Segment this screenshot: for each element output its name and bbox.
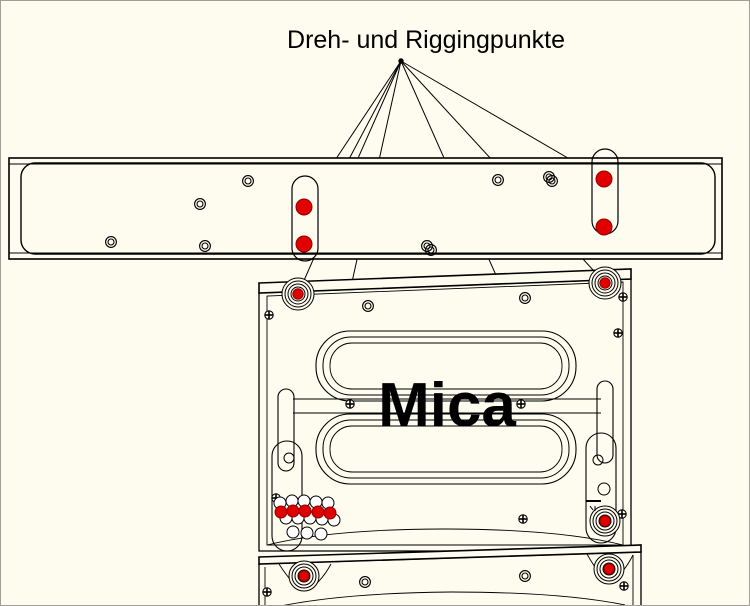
cabinet-bottom-right-rig-point-ring-2 <box>595 511 615 531</box>
mica-loudspeaker-cabinet <box>258 266 632 552</box>
lower-screw-0 <box>261 586 273 598</box>
cabinet-bottom-right-rig-point-red-center <box>599 515 611 527</box>
upper-handle-grip <box>329 342 563 390</box>
pin-red-3 <box>311 505 325 519</box>
right-bracket-hole-lower <box>597 482 611 496</box>
cabinet-top-left-rig-point-ring-1 <box>284 280 312 308</box>
cabinet-top-face <box>258 268 632 294</box>
frame-red-marker-2 <box>595 170 613 188</box>
bracket-connector-marks <box>586 500 601 511</box>
upper-handle-inner <box>322 336 570 396</box>
lower-left-rig-point-red-center <box>298 570 310 582</box>
lower-rigging-points <box>288 553 625 592</box>
right-rail <box>596 380 614 464</box>
lower-handle-grip <box>329 425 563 473</box>
lower-right-rig-point-ring-2 <box>599 559 619 579</box>
lower-right-rig-point-red-center <box>603 563 615 575</box>
cabinet-top-right-rig-point-ring-1 <box>591 269 619 297</box>
cabinet-top-left-rig-point-red-center <box>292 288 304 300</box>
cabinet-side-rails <box>277 380 614 472</box>
frame-red-marker-1 <box>295 235 313 253</box>
brand-label: Mica <box>378 371 516 440</box>
lower-right-rig-point-ring-1 <box>596 556 622 582</box>
lower-cabinet-section <box>258 544 642 605</box>
cabinet-top-right-rig-point-red-center <box>599 277 611 289</box>
pin-white-11 <box>300 526 314 540</box>
pin-red-2 <box>298 504 312 518</box>
lower-screw-1 <box>618 580 630 592</box>
cabinet-bottom-right-rig-point-ring-1 <box>592 508 618 534</box>
frame-inner-rect <box>20 162 716 255</box>
pin-white-10 <box>286 525 300 539</box>
pin-red-0 <box>274 505 288 519</box>
lower-cabinet-inner-panel <box>264 555 634 605</box>
cabinet-bottom-right-rig-point-ring-3 <box>598 514 612 528</box>
lower-left-rig-point-ring-3 <box>297 569 311 583</box>
page-title: Dreh- und Riggingpunkte <box>287 26 565 54</box>
cabinet-screw-0 <box>263 309 275 321</box>
lower-left-rig-point-ring-2 <box>294 566 314 586</box>
cabinet-handles <box>315 330 577 485</box>
lower-handle-outer <box>315 413 577 485</box>
cabinet-top-left-rig-point-ring-3 <box>290 286 306 302</box>
cabinet-screw-3 <box>517 513 529 525</box>
rigging-frame-bar <box>8 148 723 262</box>
lower-left-rig-point-ring-1 <box>291 563 317 589</box>
upper-handle-outer <box>315 330 577 402</box>
frame-red-marker-0 <box>295 198 313 216</box>
right-bracket-hole-upper <box>592 454 604 466</box>
cabinet-screw-5 <box>344 398 356 410</box>
lower-right-rig-point-ring-3 <box>602 562 616 576</box>
cabinet-screw-2 <box>612 327 624 339</box>
left-bracket-hole <box>283 452 295 464</box>
cabinet-top-right-rig-point-ring-2 <box>594 272 616 294</box>
pin-red-4 <box>323 506 337 520</box>
cabinet-screw-6 <box>515 398 527 410</box>
frame-slot-left <box>291 175 319 262</box>
frame-red-marker-3 <box>595 218 613 236</box>
pin-white-12 <box>314 527 328 541</box>
lower-handle-inner <box>322 419 570 479</box>
pin-hole-cluster <box>273 494 341 541</box>
pin-red-1 <box>286 504 300 518</box>
left-rail <box>277 388 295 472</box>
cabinet-rigging-points <box>281 266 622 537</box>
leader-origin-node <box>398 58 404 64</box>
lower-cabinet-contour <box>283 591 626 605</box>
cabinet-top-right-rig-point-ring-3 <box>597 275 613 291</box>
cabinet-screw-1 <box>617 291 629 303</box>
frame-red-rigging-markers <box>295 170 613 253</box>
right-bracket <box>585 432 617 544</box>
cabinet-top-left-rig-point-ring-2 <box>287 283 309 305</box>
lower-cabinet-top-face <box>258 544 642 565</box>
